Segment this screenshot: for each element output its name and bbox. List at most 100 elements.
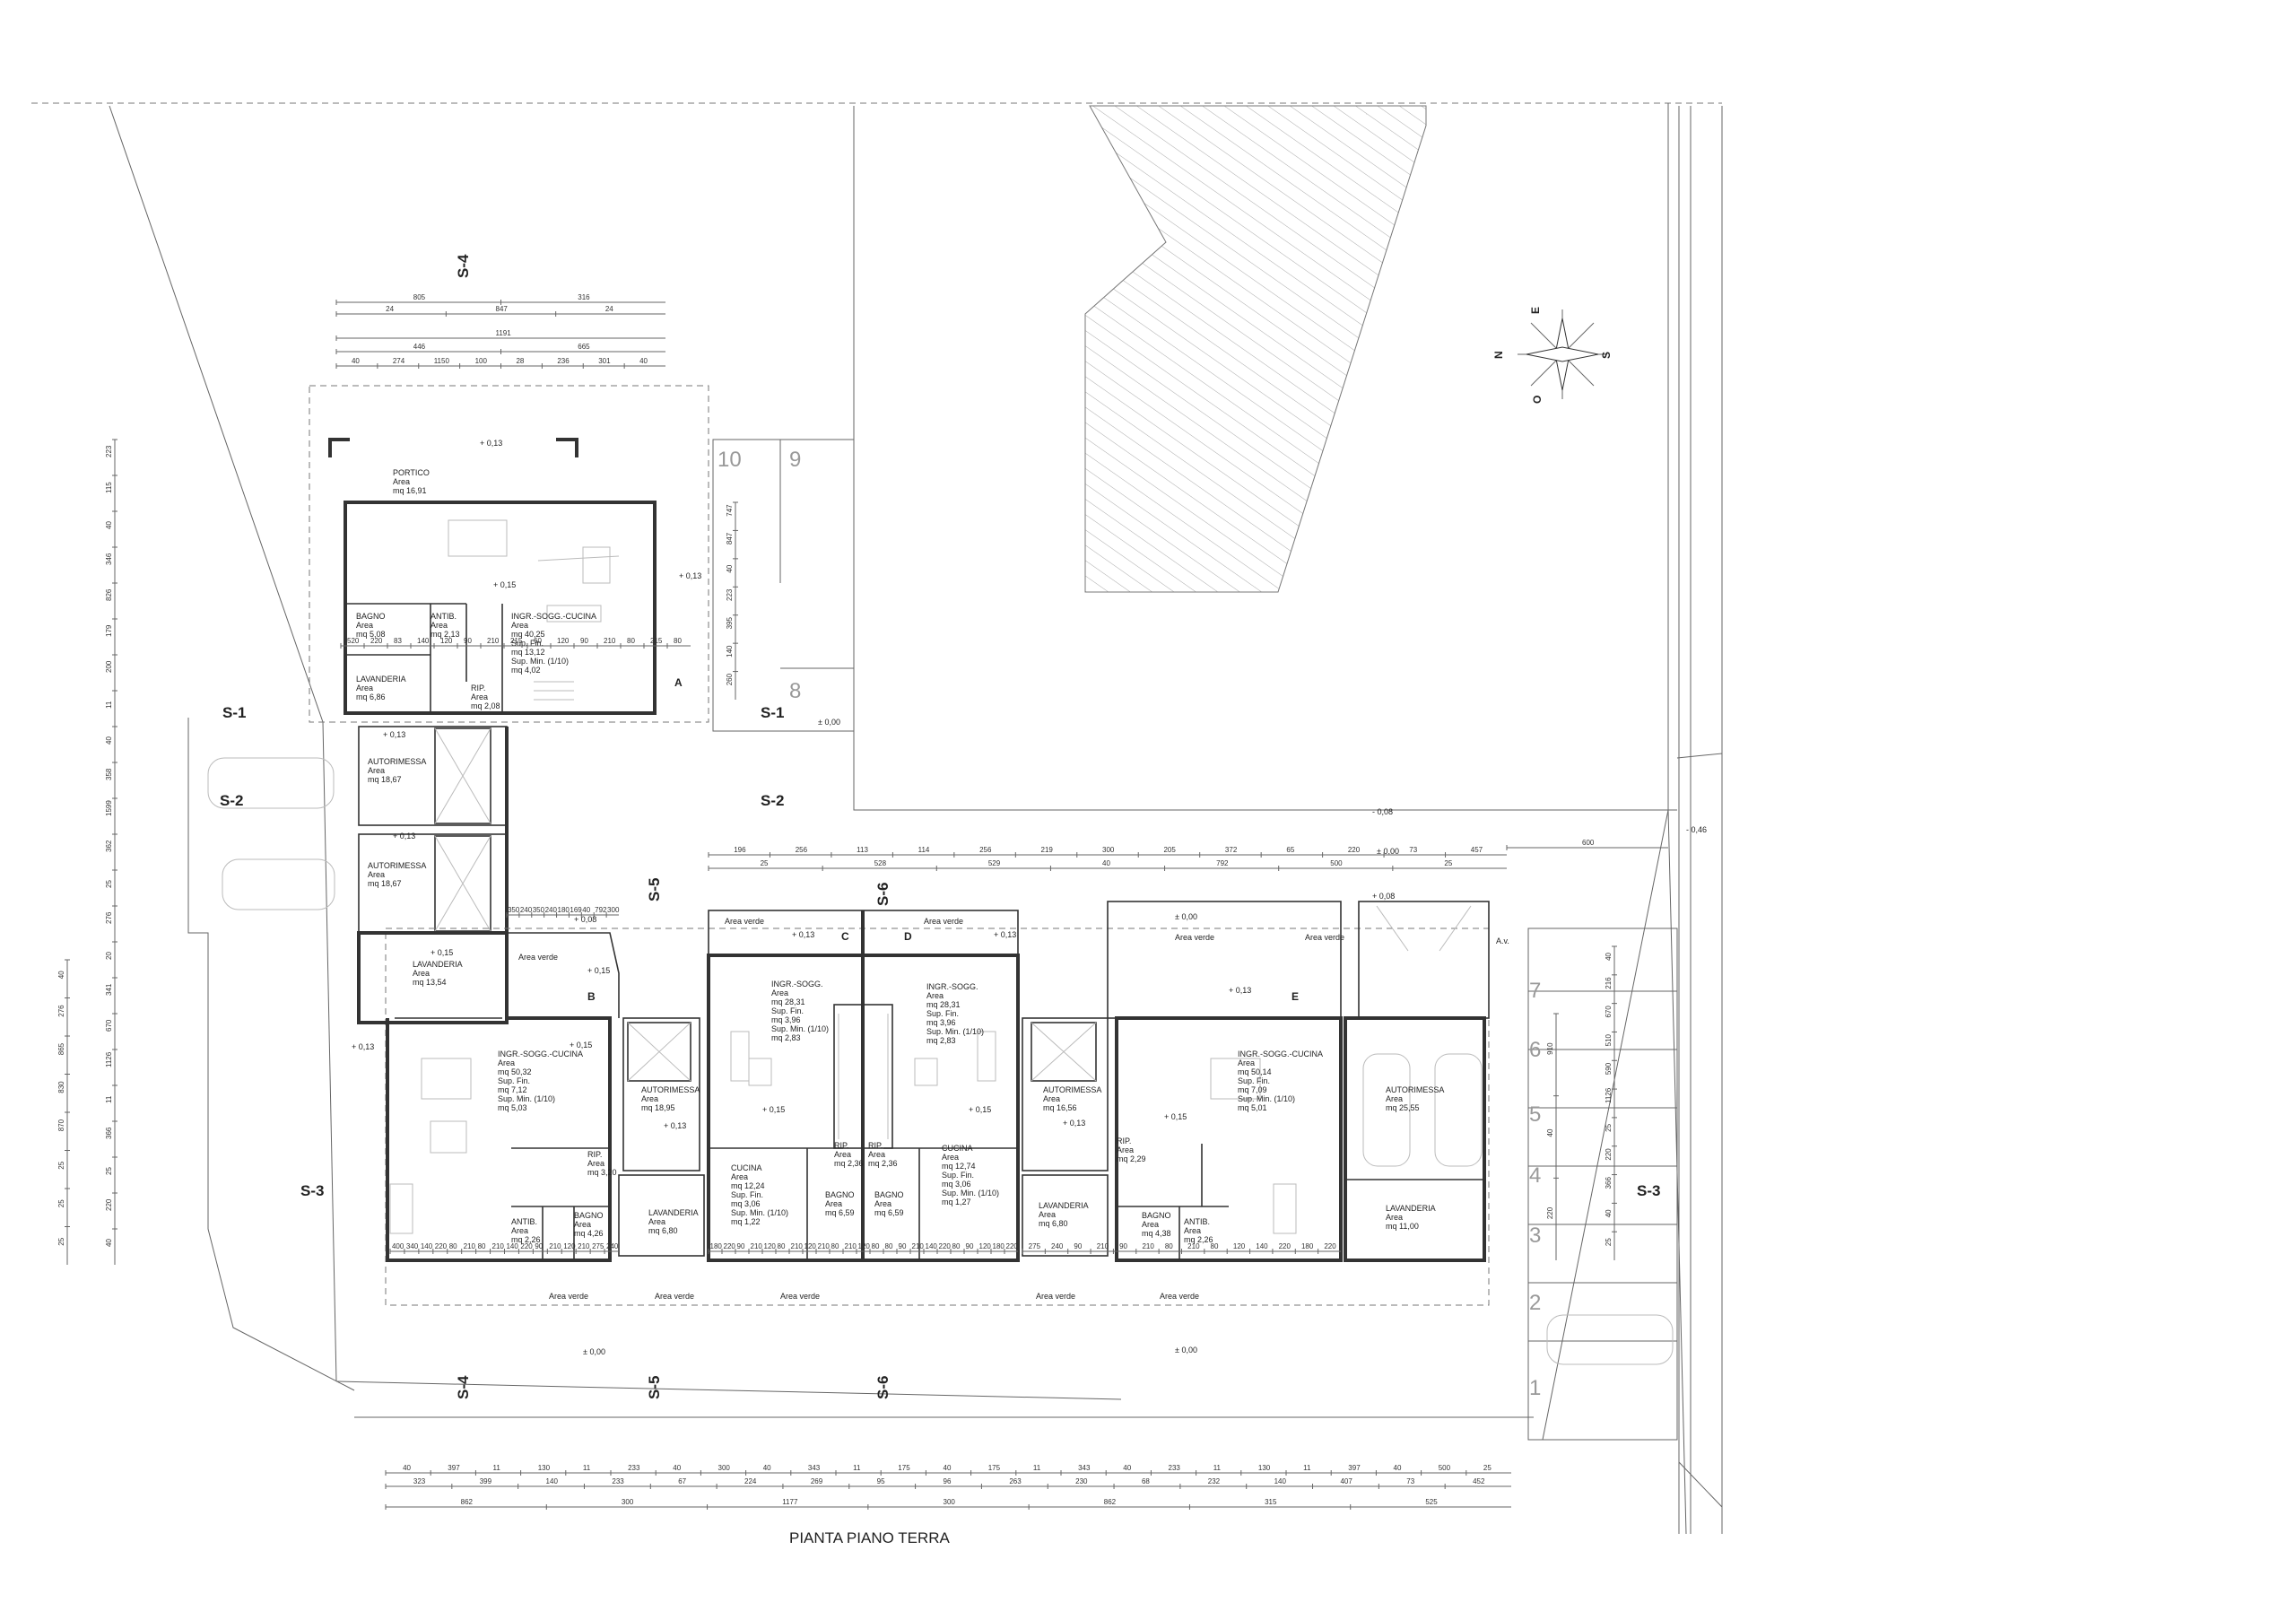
dimension-value: 223 — [105, 445, 113, 457]
dimension-value: 457 — [1471, 846, 1483, 854]
dimension-value: 397 — [1348, 1464, 1361, 1472]
room-label-line: Area — [648, 1217, 665, 1226]
room-label-line: Area — [430, 621, 448, 630]
dimension-value: 25 — [761, 859, 769, 867]
dimension-value: 528 — [874, 859, 887, 867]
level-marker: ± 0,00 — [1175, 912, 1197, 921]
dimension-value: 205 — [1163, 846, 1176, 854]
room-label-line: ANTIB. — [511, 1217, 537, 1226]
room-label-line: Area — [1238, 1058, 1255, 1067]
dimension-value: 215 — [510, 637, 523, 645]
unit-row-b-e — [357, 901, 1490, 1306]
section-marker-s3: S-3 — [300, 1182, 324, 1199]
unit-label-b: B — [587, 990, 596, 1003]
room-label-line: Sup. Min. (1/10) — [926, 1027, 984, 1036]
dimension-value: 113 — [857, 846, 868, 854]
room-label-line: mq 6,59 — [825, 1208, 855, 1217]
dimension-value: 25 — [1444, 859, 1452, 867]
room-label-line: mq 3,20 — [587, 1168, 617, 1177]
dimension-value: 180 — [1301, 1242, 1314, 1250]
room-label-line: mq 4,26 — [574, 1229, 604, 1238]
dimension-value: 95 — [877, 1477, 885, 1485]
dimension-value: 240 — [545, 906, 558, 914]
parking-number: 10 — [718, 448, 742, 472]
unit-a — [309, 385, 709, 934]
dimension-value: 80 — [1211, 1242, 1219, 1250]
dimension-value: 90 — [464, 637, 472, 645]
compass-s-label: S — [1600, 352, 1613, 359]
room-label-line: mq 3,06 — [731, 1199, 761, 1208]
dimension-value: 140 — [926, 1242, 938, 1250]
room-label-line: RIP. — [834, 1141, 848, 1150]
section-marker-s1: S-1 — [222, 704, 246, 721]
dimension-value: 216 — [1605, 977, 1613, 989]
level-marker: + 0,08 — [574, 915, 596, 924]
dimension-value: 90 — [737, 1242, 745, 1250]
compass-e-label: E — [1529, 307, 1542, 314]
dimension-value: 1126 — [1605, 1087, 1613, 1103]
dimension-value: 210 — [845, 1242, 857, 1250]
dimension-value: 90 — [535, 1242, 543, 1250]
dimension-value: 446 — [413, 343, 426, 351]
dimension-value: 665 — [578, 343, 590, 351]
dimension-value: 90 — [966, 1242, 974, 1250]
room-label-line: mq 28,31 — [771, 997, 805, 1006]
dimension-value: 232 — [1208, 1477, 1221, 1485]
room-label-line: Sup. Fin. — [498, 1076, 530, 1085]
dimension-value: 96 — [944, 1477, 952, 1485]
level-marker: + 0,13 — [393, 832, 415, 840]
unit-label-c: C — [841, 930, 849, 943]
parking-number: 5 — [1529, 1102, 1541, 1127]
dimension-value: 350 — [508, 906, 520, 914]
level-marker: + 0,13 — [792, 930, 814, 939]
dimension-value: 236 — [557, 357, 570, 365]
dimension-value: 346 — [105, 553, 113, 565]
dimension-value: 73 — [1406, 1477, 1414, 1485]
section-marker-s6: S-6 — [874, 883, 891, 906]
dimension-value: 350 — [533, 906, 545, 914]
room-label-line: mq 6,80 — [1039, 1219, 1068, 1228]
room-label-line: Area — [1142, 1220, 1159, 1229]
dimension-value: 276 — [57, 1005, 65, 1017]
dimension-value: 180 — [558, 906, 570, 914]
dimension-value: 210 — [818, 1242, 831, 1250]
dimension-value: 120 — [563, 1242, 576, 1250]
room-label-line: Area — [641, 1094, 658, 1103]
level-marker: + 0,15 — [570, 1041, 592, 1050]
room-label-line: INGR.-SOGG.-CUCINA — [511, 612, 596, 621]
dimension-value: 805 — [413, 293, 426, 301]
room-label-line: Sup. Min. (1/10) — [942, 1189, 999, 1198]
room-label-line: mq 25,55 — [1386, 1103, 1420, 1112]
dimension-value: 180 — [710, 1242, 723, 1250]
dimension-value: 220 — [1348, 846, 1361, 854]
section-marker-s5: S-5 — [646, 1376, 663, 1399]
room-label-line: Area — [511, 621, 528, 630]
dimension-value: 590 — [1605, 1062, 1613, 1075]
room-label-line: mq 18,67 — [368, 879, 402, 888]
dimension-value: 910 — [1546, 1042, 1554, 1055]
dimension-value: 210 — [751, 1242, 763, 1250]
room-label-line: mq 13,12 — [511, 648, 545, 657]
dimension-value: 175 — [898, 1464, 910, 1472]
dimension-value: 220 — [435, 1242, 448, 1250]
dimension-value: 90 — [580, 637, 588, 645]
dimension-value: 220 — [520, 1242, 533, 1250]
room-label-line: RIP. — [868, 1141, 883, 1150]
room-label-line: Area — [1386, 1213, 1403, 1222]
dimension-value: 80 — [885, 1242, 893, 1250]
room-label-line: mq 12,24 — [731, 1181, 765, 1190]
compass-n-label: N — [1492, 351, 1505, 359]
dimension-value: 40 — [1102, 859, 1110, 867]
room-label-line: Sup. Fin. — [731, 1190, 763, 1199]
dimension-value: 90 — [1074, 1242, 1082, 1250]
dimension-value: 220 — [1324, 1242, 1336, 1250]
room-label-line: mq 6,86 — [356, 692, 386, 701]
dimension-value: 300 — [944, 1498, 956, 1506]
room-label-line: Area — [471, 692, 488, 701]
